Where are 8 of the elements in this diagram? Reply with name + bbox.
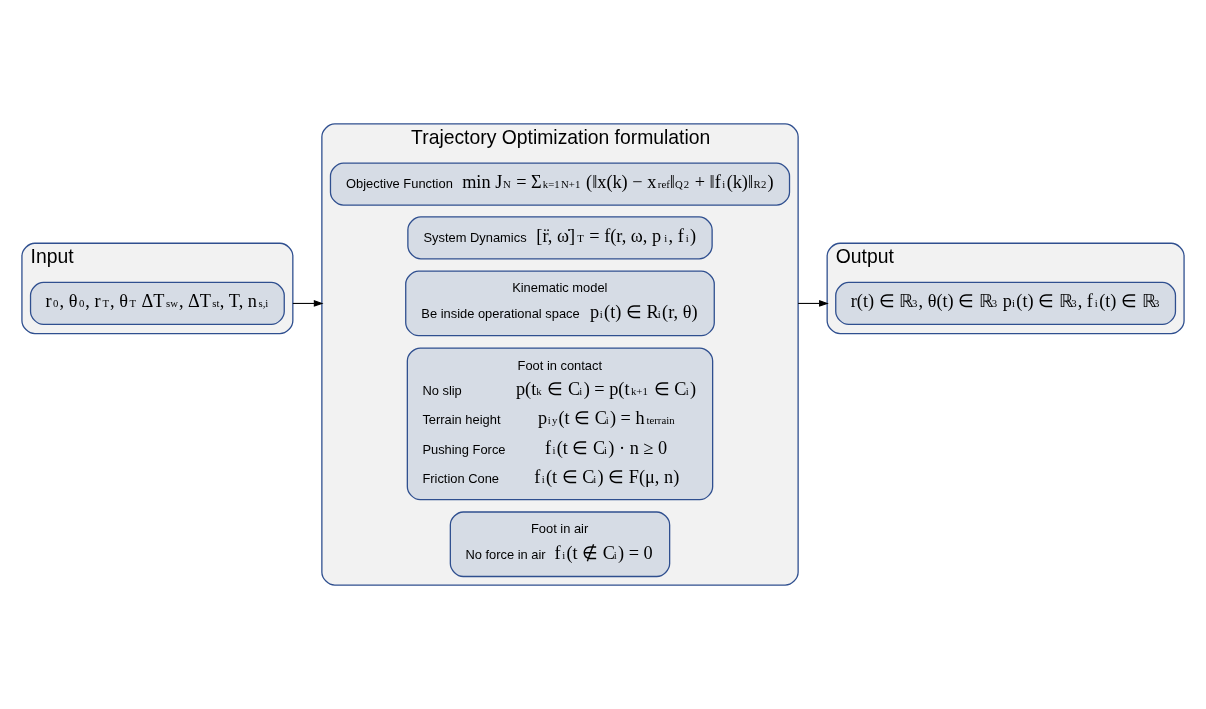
node-box: r0, θ0, rT, θT ΔTsw, ΔTst, T, ns,i xyxy=(29,281,285,326)
arrow xyxy=(797,300,829,307)
node-box: Foot in contact No slip p(tk ∈ Ci) = p(tk+1 ∈ Ci) Terrain height piy(t ∈ Ci) = hterrain Pushing Force fi(t ∈ Ci) · n ≥ 0 Friction Cone fi(t ∈ Ci) ∈ F(μ, n) xyxy=(406,347,714,501)
node-box: Objective Function min JN = Σk=1N+1 (‖x(k) − xref‖Q2 + ‖fi(k)‖R2) xyxy=(329,162,791,206)
node-box: Foot in air No force in air fi(t ∉ Ci) = 0 xyxy=(449,511,671,578)
node-box: Kinematic model Be inside operational space pi(t) ∈ Ri(r, θ) xyxy=(405,270,715,337)
arrow xyxy=(292,300,324,307)
node-box: r(t) ∈ ℝ3, θ(t) ∈ ℝ3 pi(t) ∈ ℝ3, fi(t) ∈ ℝ3 xyxy=(835,281,1177,326)
